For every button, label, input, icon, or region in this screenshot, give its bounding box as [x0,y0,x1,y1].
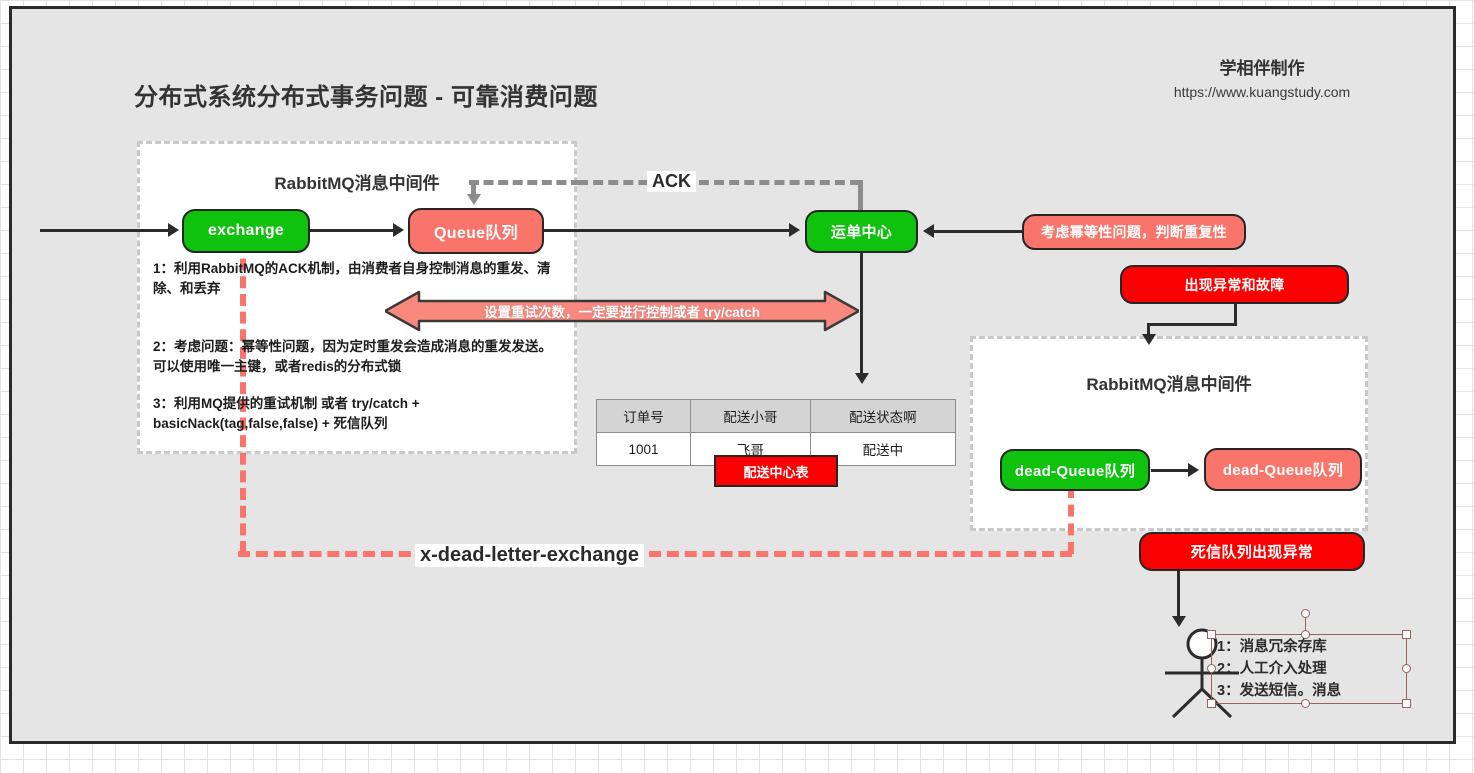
action-list: 1：消息冗余存库 2：人工介入处理 3：发送短信。消息 [1217,636,1417,702]
arrow-queue-yundan [789,223,800,237]
connector-idempotent-yundan [934,230,1024,233]
brand-title: 学相伴制作 [1219,59,1305,78]
table-caption-badge: 配送中心表 [714,455,838,487]
arrow-ack-into-queue [467,194,481,205]
rabbitmq-container-right [970,336,1368,531]
ack-down-stub [471,180,476,196]
resize-handle-top-right[interactable] [1402,630,1411,639]
note-item-1: 1：利用RabbitMQ的ACK机制，由消费者自身控制消息的重发、清除、和丢弃 [153,261,551,296]
rabbitmq-container-right-label: RabbitMQ消息中间件 [1086,375,1252,394]
ack-vertical-stub [858,180,863,212]
node-queue[interactable]: Queue队列 [408,208,544,254]
dead-letter-exchange-label: x-dead-letter-exchange [415,544,644,567]
connector-exchange-queue [310,229,394,232]
diagram-canvas: 分布式系统分布式事务问题 - 可靠消费问题 学相伴制作 https://www.… [9,6,1456,744]
action-list-item: 1：消息冗余存库 [1217,639,1327,655]
arrow-exchange-queue [393,223,404,237]
retry-banner-arrow [385,290,859,332]
connector-queue-yundan [544,229,790,232]
rotation-stem [1305,616,1306,636]
action-list-item: 2：人工介入处理 [1217,661,1327,678]
table-header-row: 订单号 配送小哥 配送状态啊 [595,399,957,433]
action-list-item: 3：发送短信。消息 [1217,683,1342,700]
note-item-2: 2：考虑问题：幂等性问题，因为定时重发会造成消息的重发发送。可以使用唯一主键，或… [153,339,553,374]
table-header-cell: 配送状态啊 [809,399,957,433]
node-dead-queue-salmon[interactable]: dead-Queue队列 [1204,448,1362,491]
node-exception-fault[interactable]: 出现异常和故障 [1120,265,1349,304]
arrow-yundan-table [855,373,869,384]
table-header-cell: 配送小哥 [690,399,811,433]
resize-handle-top-left[interactable] [1207,630,1216,639]
table-cell: 1001 [595,432,692,466]
arrow-deadq [1188,463,1199,477]
retry-banner-label: 设置重试次数，一定要进行控制或者 try/catch [483,305,761,320]
node-idempotency-check[interactable]: 考虑幂等性问题，判断重复性 [1022,214,1246,250]
dead-letter-vertical-right [1068,486,1074,554]
resize-handle-middle-right[interactable] [1402,664,1411,673]
connector-dead-exception-down [1177,571,1180,619]
node-exchange[interactable]: exchange [182,209,310,253]
arrow-dead-exception-down [1172,616,1186,627]
resize-handle-bottom-left[interactable] [1207,699,1216,708]
resize-handle-middle-left[interactable] [1207,664,1216,673]
brand-url: https://www.kuangstudy.com [1173,84,1351,100]
resize-handle-top-center[interactable] [1301,630,1310,639]
connector-exception-down [1234,304,1237,324]
dead-letter-vertical-left [240,241,246,553]
resize-handle-bottom-right[interactable] [1402,699,1411,708]
ack-dashed-line-left [469,180,581,185]
table-header-cell: 订单号 [595,399,692,433]
node-dead-queue-green[interactable]: dead-Queue队列 [1000,449,1150,491]
note-item-3: 3：利用MQ提供的重试机制 或者 try/catch + basicNack(t… [153,396,420,431]
page-title: 分布式系统分布式事务问题 - 可靠消费问题 [134,84,598,111]
resize-handle-bottom-center[interactable] [1301,699,1310,708]
rotate-handle[interactable] [1301,609,1310,618]
rabbitmq-container-left [137,141,577,454]
connector-yundan-table [860,253,863,375]
dead-letter-horizontal [238,551,1072,557]
connector-exception-across [1147,323,1237,326]
connector-deadq [1151,469,1189,472]
arrow-incoming [168,223,179,237]
node-dead-letter-exception[interactable]: 死信队列出现异常 [1139,532,1365,571]
ack-label: ACK [647,171,696,192]
arrow-idempotent-yundan [923,224,934,238]
delivery-table: 订单号 配送小哥 配送状态啊 1001 飞哥 配送中 [595,399,957,466]
rabbitmq-container-left-label: RabbitMQ消息中间件 [274,174,440,193]
node-yundan-center[interactable]: 运单中心 [805,210,918,253]
arrow-exception-into-mq [1142,334,1156,345]
connector-incoming [40,229,170,232]
connector-exception-into-mq [1147,323,1150,337]
ack-dashed-line [578,180,860,185]
